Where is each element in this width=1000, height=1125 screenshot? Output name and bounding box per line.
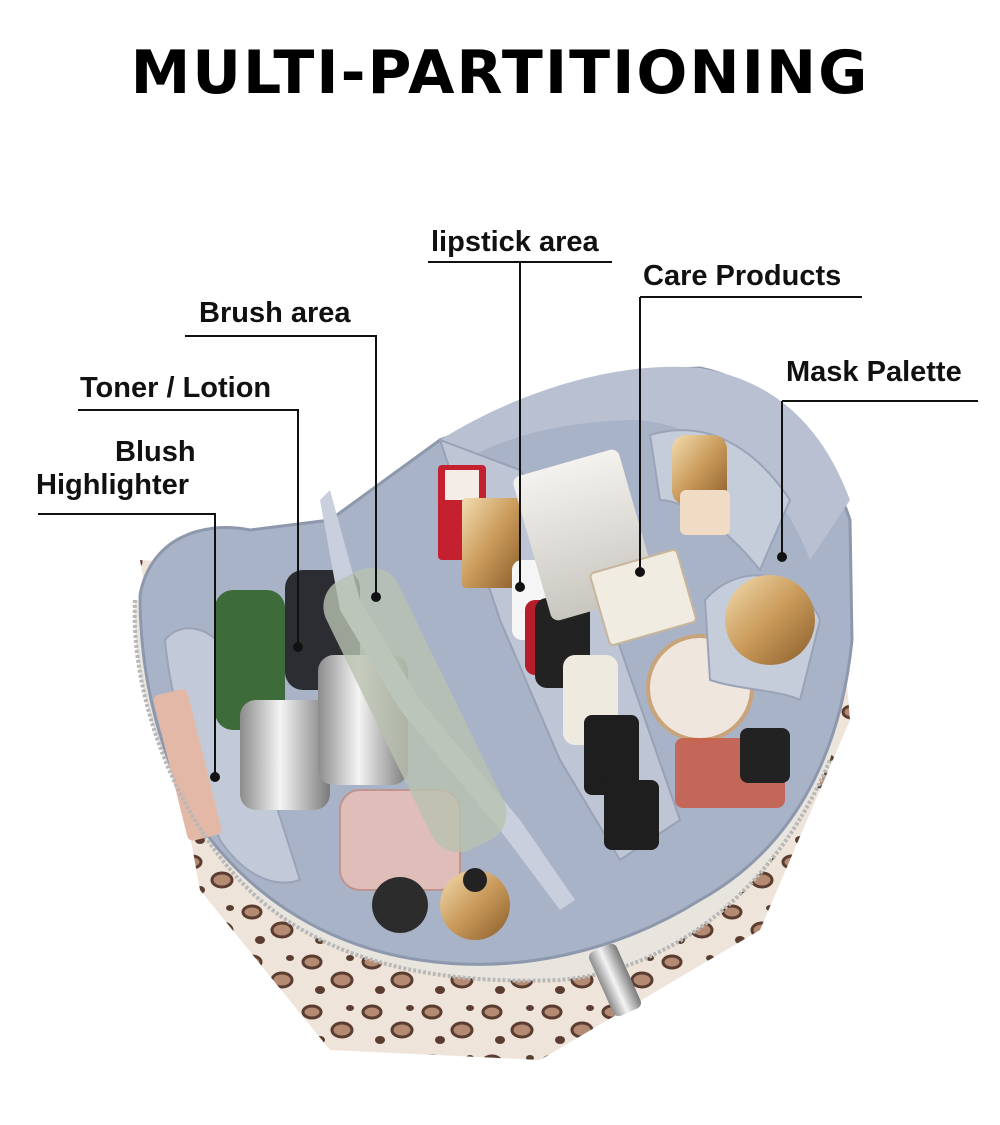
care-cap	[589, 548, 697, 646]
label-mask-palette: Mask Palette	[786, 356, 962, 388]
callout-dot-mask	[777, 552, 787, 562]
label-blush: Blush	[115, 436, 196, 468]
callout-line-blush	[38, 513, 216, 775]
callout-line-brush	[185, 335, 377, 595]
page-title: MULTI-PARTITIONING	[130, 38, 870, 108]
nail-polish-4	[584, 715, 639, 795]
brush-tube	[323, 567, 507, 853]
gold-perfume	[672, 435, 727, 505]
callout-dot-brush	[371, 592, 381, 602]
callout-dot-toner	[293, 642, 303, 652]
gold-jar	[725, 575, 815, 665]
zipper-pull	[588, 943, 642, 1017]
lipstick-gold	[462, 498, 520, 588]
brush-divider	[320, 490, 575, 910]
bag-lid	[440, 366, 850, 560]
blush-compact	[153, 689, 222, 841]
callout-dot-lipstick	[515, 582, 525, 592]
callout-dot-blush	[210, 772, 220, 782]
callout-line-toner	[78, 409, 299, 645]
toner-bottle	[215, 590, 285, 730]
gold-cap-bottle	[440, 870, 510, 940]
label-lipstick-area: lipstick area	[431, 226, 599, 258]
label-brush-area: Brush area	[199, 297, 351, 329]
callout-dot-care	[635, 567, 645, 577]
nail-polish-5	[604, 780, 659, 850]
label-care-products: Care Products	[643, 260, 842, 292]
label-highlighter: Highlighter	[36, 469, 190, 501]
label-toner-lotion: Toner / Lotion	[80, 372, 272, 404]
zipper-track	[132, 599, 832, 983]
